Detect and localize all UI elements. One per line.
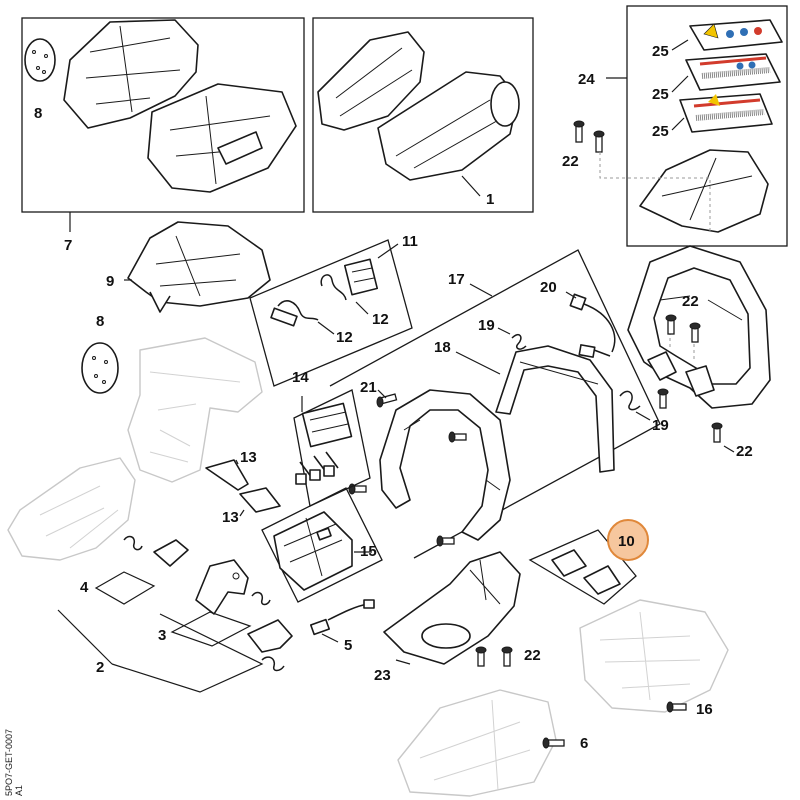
callout-12: 12 xyxy=(372,311,389,328)
part-13-lever-lower xyxy=(239,487,281,513)
callout-15: 15 xyxy=(360,543,377,560)
callout-25: 25 xyxy=(652,86,669,103)
callout-12: 12 xyxy=(336,329,353,346)
callout-14: 14 xyxy=(292,369,309,386)
callout-10-badge xyxy=(607,519,649,561)
part-22-screw-pair xyxy=(573,120,605,153)
part-23-base-cover xyxy=(383,551,521,665)
part-rear-handle-frame xyxy=(627,245,771,409)
part-24-cap xyxy=(639,149,769,233)
part-7-housing-shell xyxy=(63,19,297,193)
callout-10: 10 xyxy=(618,533,635,550)
part-12-spring-lower xyxy=(270,300,319,327)
callout-22: 22 xyxy=(524,647,541,664)
callout-21: 21 xyxy=(360,379,377,396)
group-box-15 xyxy=(261,487,383,603)
group-box-10: 10 xyxy=(528,519,649,605)
part-6-screw xyxy=(542,737,565,749)
callout-8: 8 xyxy=(96,313,104,330)
callout-4: 4 xyxy=(80,579,89,596)
part-21-screw xyxy=(376,393,398,408)
part-18-handle-bar xyxy=(495,345,615,473)
part-22-screws-frame xyxy=(657,314,723,443)
ghost-housing-right xyxy=(397,599,729,797)
group-box-7: 8 xyxy=(21,17,305,213)
part-2-lockout xyxy=(247,619,293,672)
group-box-1 xyxy=(312,17,534,213)
part-12-spring-upper xyxy=(320,274,347,301)
callout-7: 7 xyxy=(64,237,72,254)
callout-2: 2 xyxy=(96,659,104,676)
group-box-17 xyxy=(329,249,661,559)
callout-19: 19 xyxy=(652,417,669,434)
part-25-label-2 xyxy=(685,53,781,91)
callout-16: 16 xyxy=(696,701,713,718)
callout-24: 24 xyxy=(578,71,595,88)
callout-25: 25 xyxy=(652,43,669,60)
part-8-gasket xyxy=(81,342,119,394)
part-25-label-3 xyxy=(679,93,773,133)
part-3-trigger xyxy=(195,559,271,615)
part-19-clip-right xyxy=(619,390,641,411)
part-5-cable xyxy=(309,599,375,636)
drawing-code-suffix: A1 xyxy=(14,785,24,796)
part-16-screw xyxy=(666,701,687,713)
part-25-label-1 xyxy=(689,19,783,51)
part-13-lever-upper xyxy=(205,459,249,491)
callout-13: 13 xyxy=(240,449,257,466)
part-15-switch-housing xyxy=(273,511,353,591)
callout-17: 17 xyxy=(448,271,465,288)
group-box-24: 25 25 25 xyxy=(626,5,788,247)
callout-6: 6 xyxy=(580,735,588,752)
part-8-gasket-top xyxy=(24,38,56,82)
ghost-housing-left xyxy=(7,337,263,561)
part-20-cable xyxy=(569,293,616,358)
callout-18: 18 xyxy=(434,339,451,356)
callout-22: 22 xyxy=(736,443,753,460)
part-22-screws-base xyxy=(475,646,513,667)
part-4-spring-lever xyxy=(123,535,189,567)
part-1-handle-cover xyxy=(317,31,520,181)
callout-9: 9 xyxy=(106,273,114,290)
part-loop-handle xyxy=(379,389,511,541)
part-10-pads xyxy=(551,549,621,595)
callout-5: 5 xyxy=(344,637,352,654)
part-11-clip xyxy=(343,258,379,296)
callout-1: 1 xyxy=(486,191,494,208)
callout-22: 22 xyxy=(682,293,699,310)
callout-3: 3 xyxy=(158,627,166,644)
part-screws-loop xyxy=(348,431,467,547)
callout-20: 20 xyxy=(540,279,557,296)
part-9-front-shield xyxy=(127,221,271,313)
callout-22: 22 xyxy=(562,153,579,170)
group-box-14 xyxy=(293,389,371,507)
group-box-11 xyxy=(249,239,413,387)
callout-23: 23 xyxy=(374,667,391,684)
drawing-code: 5PO7-GET-0007 xyxy=(4,729,14,796)
callout-13: 13 xyxy=(222,509,239,526)
callout-8: 8 xyxy=(34,105,42,122)
part-19-clip xyxy=(511,333,527,350)
callout-19: 19 xyxy=(478,317,495,334)
part-14-switch xyxy=(295,402,353,485)
callout-11: 11 xyxy=(402,233,418,250)
callout-25: 25 xyxy=(652,123,669,140)
